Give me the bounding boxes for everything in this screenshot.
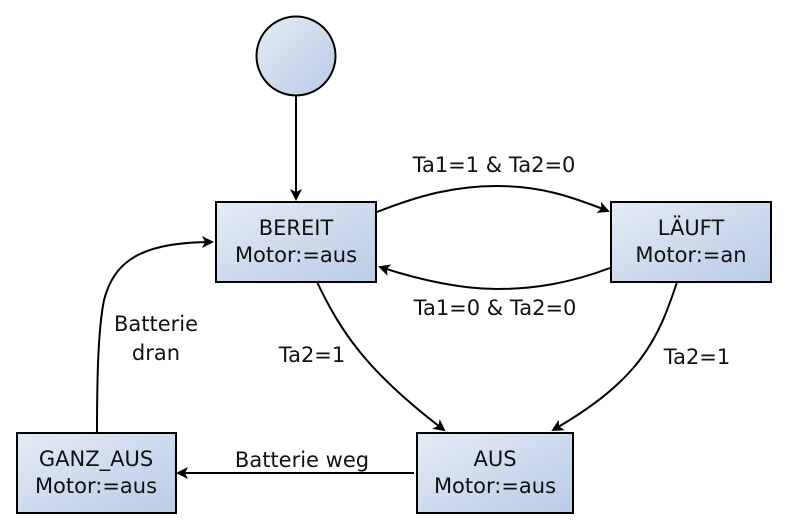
label-ganz-aus-to-bereit-line2: dran [132, 341, 180, 365]
state-box [16, 432, 177, 514]
label-bereit-to-laeuft: Ta1=1 & Ta2=0 [412, 153, 576, 177]
state-action: Motor:=an [635, 243, 746, 267]
state-action: Motor:=aus [35, 474, 157, 498]
state-name: AUS [473, 447, 516, 471]
state-aus[interactable]: AUS Motor:=aus [416, 432, 574, 514]
edge-labels: Ta1=1 & Ta2=0 Ta1=0 & Ta2=0 Ta2=1 Ta2=1 … [114, 153, 730, 472]
state-box [416, 432, 574, 514]
state-box [610, 201, 772, 283]
edges [96, 96, 678, 479]
edge-ganz-aus-to-bereit[interactable] [96, 236, 214, 434]
state-ganz-aus[interactable]: GANZ_AUS Motor:=aus [16, 432, 177, 514]
state-bereit[interactable]: BEREIT Motor:=aus [215, 201, 377, 283]
edge-laeuft-to-aus[interactable] [551, 281, 678, 431]
state-name: GANZ_AUS [39, 447, 153, 472]
state-action: Motor:=aus [235, 243, 357, 267]
label-ganz-aus-to-bereit-line1: Batterie [114, 312, 198, 336]
state-box [215, 201, 377, 283]
label-aus-to-ganz-aus: Batterie weg [235, 448, 369, 472]
state-name: LÄUFT [658, 215, 725, 240]
state-laeuft[interactable]: LÄUFT Motor:=an [610, 201, 772, 283]
label-laeuft-to-aus: Ta2=1 [663, 345, 731, 369]
label-laeuft-to-bereit: Ta1=0 & Ta2=0 [413, 296, 577, 320]
initial-state-circle [255, 15, 337, 97]
edge-bereit-to-laeuft[interactable] [376, 184, 610, 213]
state-action: Motor:=aus [434, 474, 556, 498]
state-name: BEREIT [259, 216, 334, 240]
initial-state[interactable] [255, 15, 337, 97]
edge-bereit-to-aus[interactable] [316, 281, 446, 432]
edge-laeuft-to-bereit[interactable] [378, 264, 611, 291]
label-bereit-to-aus: Ta2=1 [278, 343, 346, 367]
